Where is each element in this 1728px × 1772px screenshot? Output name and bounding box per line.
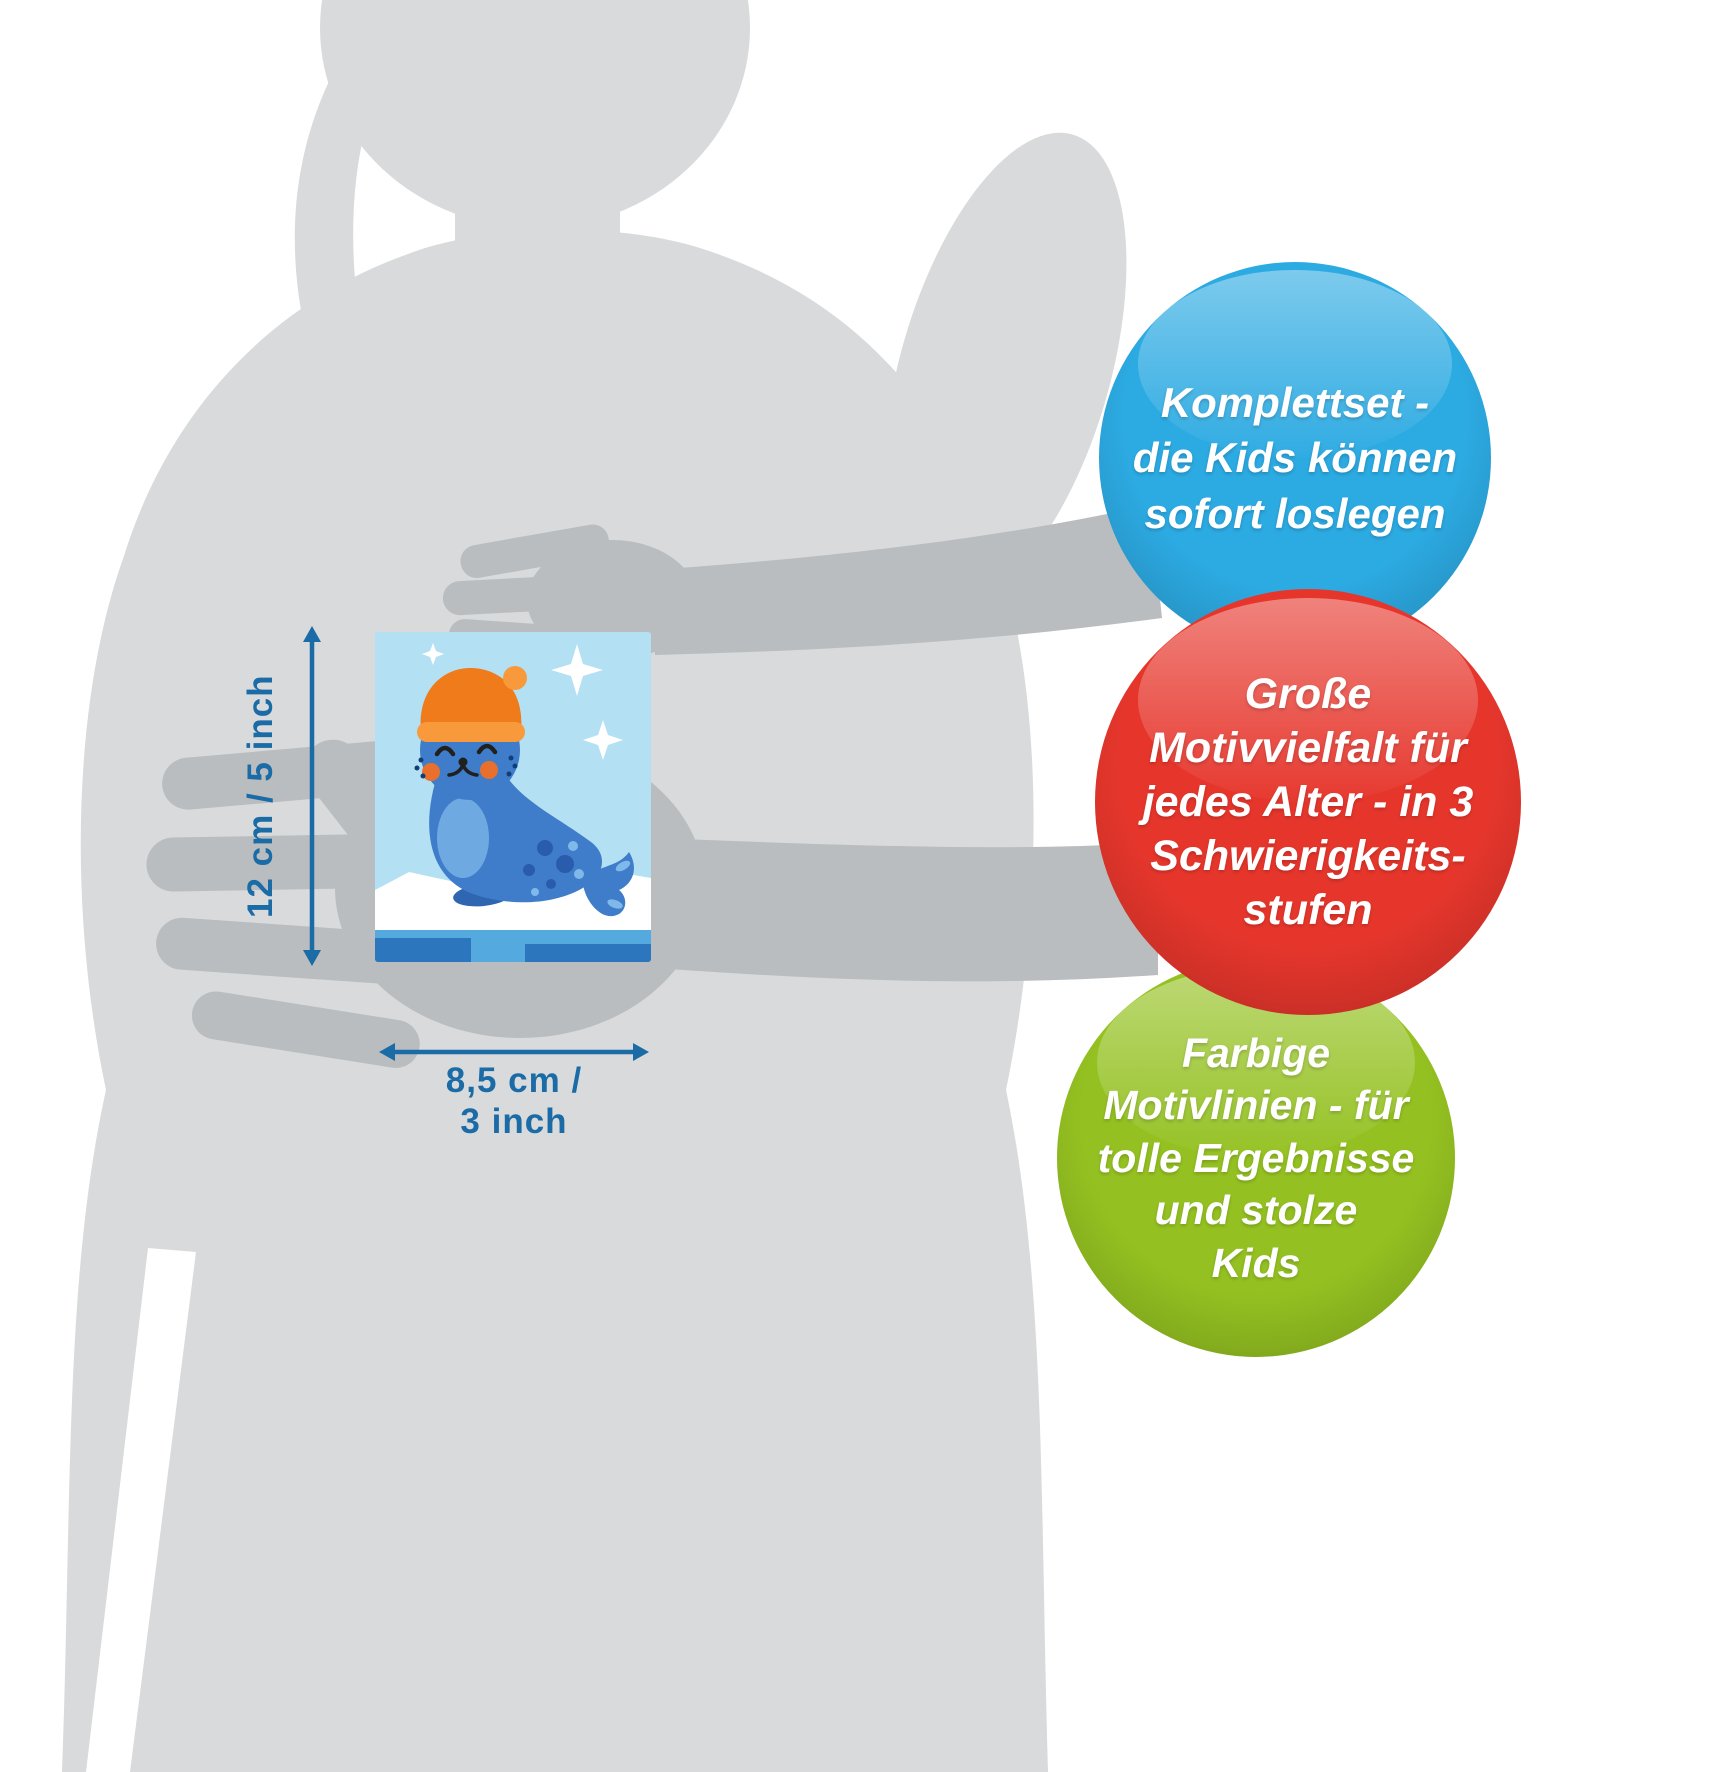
stars [422, 643, 623, 760]
badge-motivlinien-text: Farbige Motivlinien - für tolle Ergebnis… [1097, 1029, 1415, 1286]
person-head [320, 0, 750, 228]
badge-komplettset: Komplettset - die Kids können sofort los… [1099, 262, 1491, 654]
seal-illustration [375, 632, 651, 962]
badge-komplettset-text: Komplettset - die Kids können sofort los… [1132, 378, 1458, 537]
badge-motivvielfalt: Große Motivvielfalt für jedes Alter - in… [1095, 589, 1521, 1015]
upper-arm [883, 132, 1127, 608]
width-dimension-label: 8,5 cm / 3 inch [377, 1060, 651, 1143]
seal-hat [417, 666, 527, 742]
badge-motivvielfalt-text: Große Motivvielfalt für jedes Alter - in… [1142, 669, 1474, 935]
height-dimension-arrow [303, 626, 321, 966]
seal-face [414, 743, 518, 781]
width-dimension-line1: 8,5 cm / [445, 1061, 583, 1100]
badge-motivlinien: Farbige Motivlinien - für tolle Ergebnis… [1057, 959, 1455, 1357]
seal-mini-painting [375, 632, 651, 962]
body-gap [86, 1248, 196, 1772]
seal [414, 666, 634, 917]
height-dimension-label: 12 cm / 5 inch [241, 674, 280, 918]
width-dimension-arrow [379, 1043, 649, 1061]
width-dimension-line2: 3 inch [460, 1102, 568, 1142]
